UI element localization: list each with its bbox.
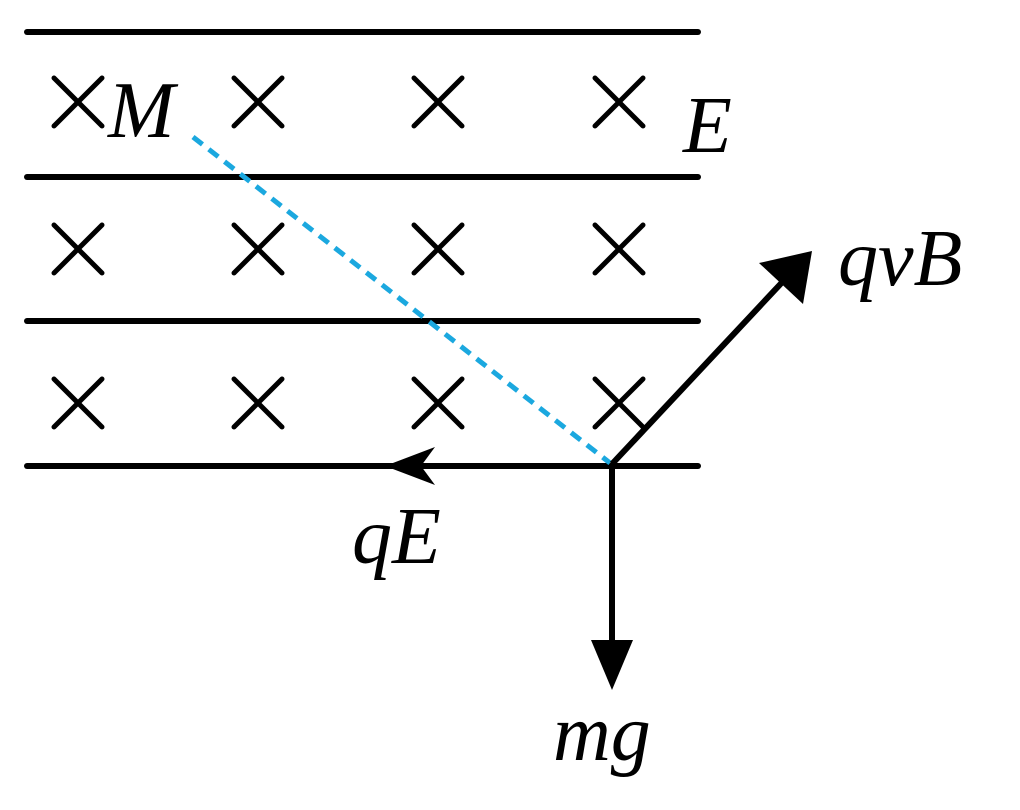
cross-mark bbox=[411, 75, 465, 129]
label-mg: mg bbox=[553, 690, 651, 778]
label-point-m: M bbox=[107, 67, 179, 155]
cross-mark bbox=[51, 75, 105, 129]
cross-mark bbox=[231, 222, 285, 276]
label-field-e: E bbox=[682, 82, 732, 170]
cross-mark bbox=[51, 376, 105, 430]
cross-mark bbox=[592, 376, 646, 430]
magnetic-force-arrow bbox=[609, 251, 812, 467]
electric-force-arrowhead bbox=[385, 447, 435, 485]
label-qe: qE bbox=[352, 493, 441, 581]
trajectory-dashed-line bbox=[191, 135, 612, 465]
cross-mark bbox=[592, 75, 646, 129]
field-lines bbox=[24, 29, 701, 469]
gravity-arrow bbox=[591, 466, 633, 690]
cross-mark bbox=[592, 222, 646, 276]
magnetic-field-crosses bbox=[51, 75, 646, 430]
cross-mark bbox=[231, 75, 285, 129]
cross-mark bbox=[51, 222, 105, 276]
cross-mark bbox=[411, 222, 465, 276]
cross-mark bbox=[411, 376, 465, 430]
cross-mark bbox=[231, 376, 285, 430]
label-qvb: qvB bbox=[838, 215, 962, 303]
